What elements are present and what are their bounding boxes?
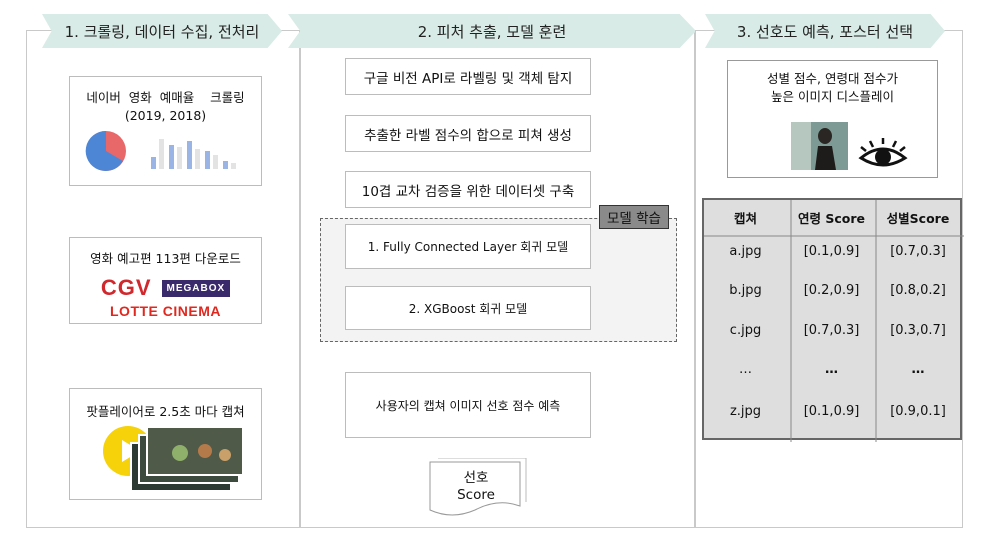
predict-box: 사용자의 캡쳐 이미지 선호 점수 예측 — [345, 372, 591, 438]
step1-banner: 1. 크롤링, 데이터 수집, 전처리 — [42, 14, 282, 48]
step2-banner: 2. 피처 추출, 모델 훈련 — [288, 14, 696, 48]
dataset-label: 10겹 교차 검증을 위한 데이터셋 구축 — [361, 183, 575, 200]
table-cell: [0.9,0.1] — [890, 403, 946, 419]
predict-label: 사용자의 캡쳐 이미지 선호 점수 예측 — [375, 398, 561, 413]
display-line2: 높은 이미지 디스플레이 — [771, 89, 894, 104]
crawl-years: (2019, 2018) — [124, 108, 207, 123]
labeling-label: 구글 비전 API로 라벨링 및 객체 탐지 — [363, 70, 573, 87]
table-cell: b.jpg — [729, 282, 762, 298]
table-cell: a.jpg — [729, 243, 762, 259]
table-cell: … — [739, 361, 752, 377]
score-table — [702, 198, 964, 442]
table-header-capture: 캡쳐 — [733, 210, 757, 226]
model2-box: 2. XGBoost 회귀 모델 — [345, 286, 591, 330]
score-text: 선호 Score — [430, 470, 522, 504]
crawl-title: 네이버 영화 예매율 크롤링 — [86, 90, 245, 105]
display-line1: 성별 점수, 연령대 점수가 — [767, 71, 898, 86]
model-training-label: 모델 학습 — [607, 211, 661, 227]
dataset-box: 10겹 교차 검증을 위한 데이터셋 구축 — [345, 171, 591, 208]
table-cell: [0.7,0.3] — [890, 243, 946, 259]
table-cell: [0.8,0.2] — [890, 282, 946, 298]
score-line1: 선호 — [463, 470, 489, 486]
model2-label: 2. XGBoost 회귀 모델 — [408, 301, 528, 316]
eye-icon — [857, 138, 909, 172]
feature-box: 추출한 라벨 점수의 합으로 피쳐 생성 — [345, 115, 591, 152]
step3-title: 3. 선호도 예측, 포스터 선택 — [736, 22, 914, 41]
feature-label: 추출한 라벨 점수의 합으로 피쳐 생성 — [364, 127, 572, 144]
model1-box: 1. Fully Connected Layer 회귀 모델 — [345, 224, 591, 269]
crawl-box: 네이버 영화 예매율 크롤링 (2019, 2018) — [69, 76, 262, 186]
step1-title: 1. 크롤링, 데이터 수집, 전처리 — [64, 22, 260, 41]
poster-thumbnail — [791, 122, 848, 170]
logo-row: CGV MEGABOX — [100, 275, 231, 301]
score-document — [428, 457, 528, 520]
table-cell: c.jpg — [729, 322, 762, 338]
cgv-logo: CGV — [100, 275, 152, 300]
crawl-chart-thumbnail — [85, 130, 236, 171]
table-cell: [0.7,0.3] — [803, 322, 860, 338]
table-cell: [0.3,0.7] — [890, 322, 946, 338]
table-cell: [0.1,0.9] — [803, 403, 860, 419]
table-cell: … — [911, 361, 925, 377]
labeling-box: 구글 비전 API로 라벨링 및 객체 탐지 — [345, 58, 591, 95]
table-header-gender: 성별Score — [886, 210, 950, 226]
model-training-tag: 모델 학습 — [599, 205, 669, 229]
table-cell: [0.2,0.9] — [803, 282, 860, 298]
step2-title: 2. 피처 추출, 모델 훈련 — [417, 22, 567, 41]
trailer-label: 영화 예고편 113편 다운로드 — [90, 251, 241, 266]
table-header-age: 연령 Score — [798, 210, 865, 226]
model1-label: 1. Fully Connected Layer 회귀 모델 — [367, 240, 569, 254]
trailer-box: 영화 예고편 113편 다운로드 CGV MEGABOX LOTTE CINEM… — [69, 237, 262, 324]
capture-label: 팟플레이어로 2.5초 마다 캡쳐 — [86, 404, 245, 419]
display-text: 성별 점수, 연령대 점수가 높은 이미지 디스플레이 — [727, 70, 938, 106]
step3-banner: 3. 선호도 예측, 포스터 선택 — [705, 14, 945, 48]
score-line2: Score — [457, 487, 495, 503]
capture-frames — [125, 425, 245, 495]
table-grid — [704, 200, 964, 442]
lotte-logo: LOTTE CINEMA — [110, 303, 221, 319]
table-cell: … — [825, 361, 838, 377]
megabox-logo: MEGABOX — [161, 279, 231, 297]
table-cell: z.jpg — [729, 403, 762, 419]
table-cell: [0.1,0.9] — [803, 243, 860, 259]
